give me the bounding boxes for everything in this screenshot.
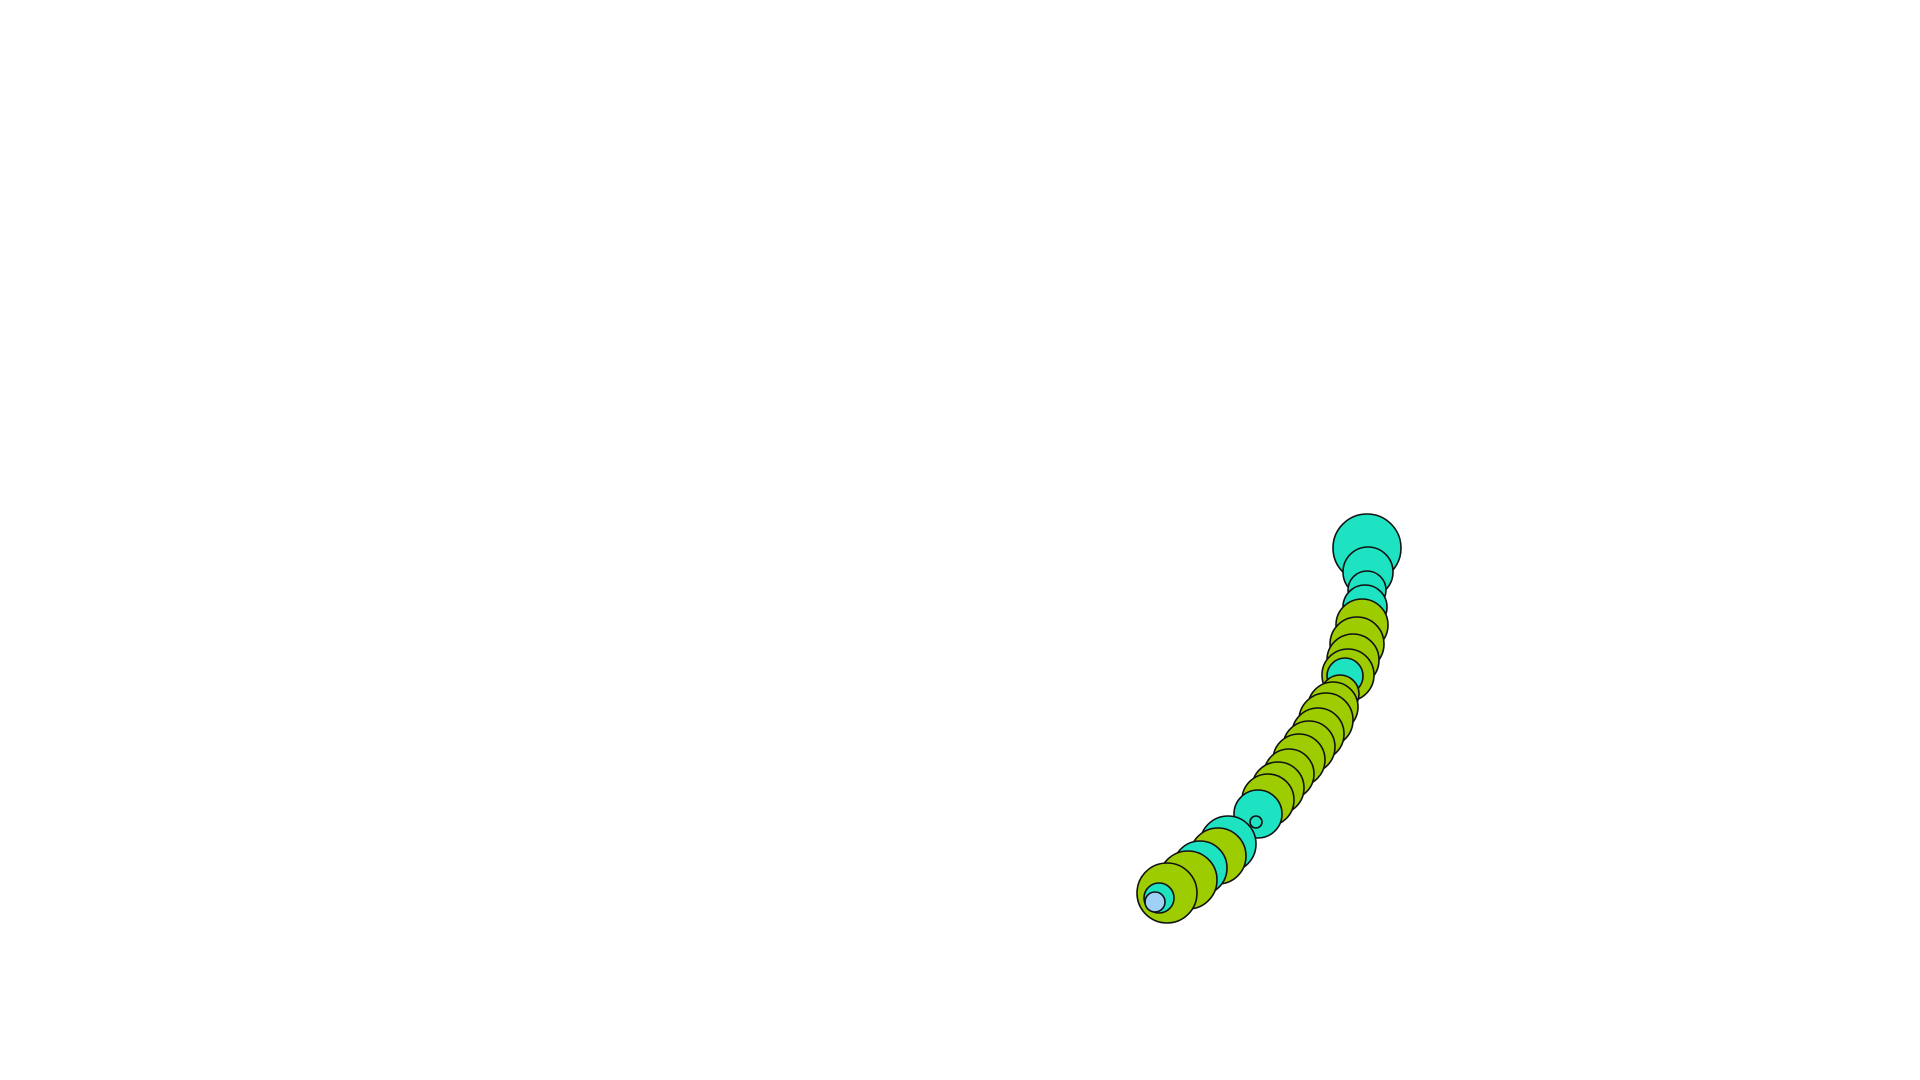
bead-20 (1249, 815, 1263, 829)
bead-27 (1144, 891, 1166, 913)
